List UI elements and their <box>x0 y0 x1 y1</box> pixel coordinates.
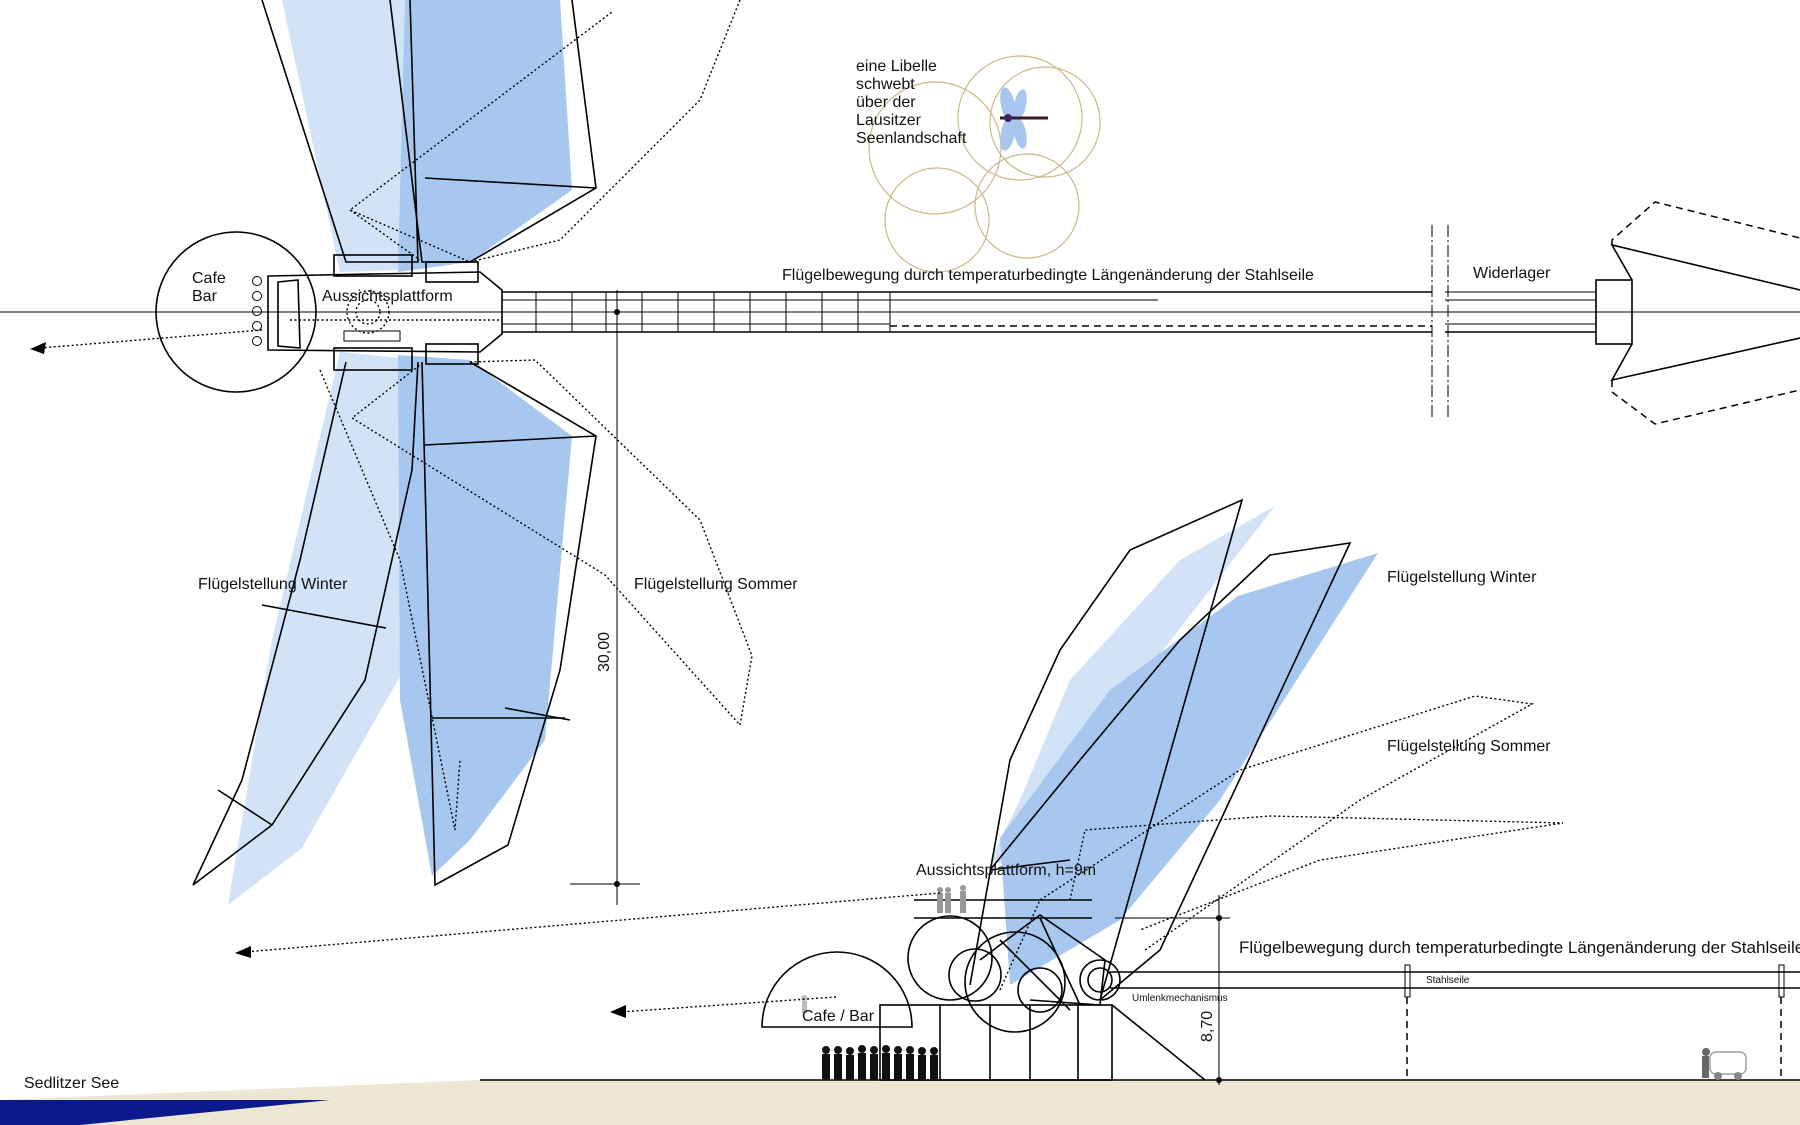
lower-wing-fill-dark <box>398 355 572 876</box>
upper-wing-summer-outline <box>348 0 741 263</box>
elevation-wing-outline-1 <box>969 498 1244 1001</box>
lower-wing-outline-outer <box>192 361 419 886</box>
head-eyes <box>252 276 262 346</box>
platform-stair-inner <box>355 299 381 325</box>
plan-cafe-label-2: Bar <box>192 288 218 305</box>
lower-wing-vein-c <box>424 435 597 446</box>
inset-caption-line-2: schwebt <box>856 76 915 93</box>
elevation-wing-fill-dark <box>1000 553 1378 985</box>
mechanism-inner <box>1087 967 1113 993</box>
cafe-bar-head <box>155 231 317 393</box>
elevation-joint-circle <box>1017 967 1063 1013</box>
elevation-thorax-circle <box>964 931 1066 1033</box>
ground-band <box>0 1080 1800 1125</box>
mechanism-linkage <box>979 914 1106 1006</box>
inset-caption-line-4: Lausitzer <box>856 112 922 129</box>
inset-dragonfly-icon <box>1000 87 1048 151</box>
elevation-summer-outline-1 <box>999 695 1535 991</box>
elevation-summer-outline-2 <box>1069 815 1564 931</box>
elevation-eye-circle <box>948 948 1002 1002</box>
elevation-platform-label: Aussichtsplattform, h=9m <box>916 862 1096 879</box>
inset-rings <box>868 55 1101 273</box>
lower-wing-summer-vein <box>319 369 461 831</box>
upper-wing-fill-light <box>282 0 405 272</box>
plan-abutment-label: Widerlager <box>1473 265 1551 282</box>
plan-cafe-label-1: Cafe <box>192 270 226 287</box>
inset-caption-line-1: eine Libelle <box>856 58 937 75</box>
lower-wing-vein-e <box>504 707 571 721</box>
dimension-8-70 <box>1115 895 1230 1085</box>
cafe-person-icon <box>801 995 807 1013</box>
lake-label: Sedlitzer See <box>24 1075 119 1092</box>
upper-wing-vein <box>424 177 597 189</box>
lower-wing-summer-outline <box>350 359 753 727</box>
pedestal <box>879 1004 1206 1081</box>
elevation-summer-label: Flügelstellung Sommer <box>1387 738 1551 755</box>
plan-platform-label: Aussichtsplattform <box>322 288 453 305</box>
upper-wing-outline-1 <box>261 0 419 263</box>
elevation-head-circle <box>907 915 993 1001</box>
tail-boom <box>502 291 1596 333</box>
platform-rail-lower-right <box>425 343 479 365</box>
mechanism-label: Umlenkmechanismus <box>1132 993 1228 1004</box>
elevation-cafe-label: Cafe / Bar <box>802 1008 875 1025</box>
elevation-wing-outline-2 <box>989 541 1352 1001</box>
cafe-dome <box>761 951 913 1028</box>
lower-wing-fill-light <box>228 352 415 905</box>
steel-cable-label: Stahlseile <box>1426 975 1470 986</box>
plan-winter-label: Flügelstellung Winter <box>198 576 348 593</box>
linkage-strut-1 <box>1039 917 1081 1006</box>
elevation-height-label: 8,70 <box>1199 1011 1216 1042</box>
lake-water <box>0 1100 330 1125</box>
elevation-cable-label: Flügelbewegung durch temperaturbedingte … <box>1239 938 1800 957</box>
plan-dimension-label: 30,00 <box>596 632 613 672</box>
thorax-outline <box>267 271 503 353</box>
lower-wing-vein-a <box>261 604 387 629</box>
platform-rail-upper-left <box>333 254 413 277</box>
dimension-30 <box>570 290 640 905</box>
plan-cable-label: Flügelbewegung durch temperaturbedingte … <box>782 267 1314 284</box>
upper-wing-fill-dark <box>398 0 572 272</box>
elevation-arrow-long <box>235 892 941 958</box>
plan-view: eine Libelle schwebt über der Lausitzer … <box>0 0 1800 905</box>
platform-stair-circle <box>346 290 390 334</box>
mechanism-outer <box>1079 959 1121 1001</box>
cable-posts <box>1404 964 1785 1080</box>
inset-caption-line-5: Seenlandschaft <box>856 130 967 147</box>
abutment <box>1595 201 1800 425</box>
crowd-silhouettes <box>822 1045 938 1080</box>
platform-rail-lower-left <box>333 347 413 371</box>
elevation-winter-label: Flügelstellung Winter <box>1387 569 1537 586</box>
elevation-wing-vein <box>989 859 1071 871</box>
linkage-strut-2 <box>999 939 1071 1011</box>
elevation-arrow-cafe <box>610 996 837 1018</box>
platform-people-icon <box>937 885 966 913</box>
platform-rail-upper-right <box>425 261 479 283</box>
thorax-window <box>277 279 301 349</box>
car-icon <box>1702 1048 1747 1080</box>
tail-segments <box>501 292 891 332</box>
lower-wing-vein-b <box>217 789 273 826</box>
plan-direction-arrow <box>30 329 263 354</box>
upper-wing-summer-vein <box>349 209 421 261</box>
inset-caption-line-3: über der <box>856 94 916 111</box>
platform-step <box>343 330 401 342</box>
plan-summer-label: Flügelstellung Sommer <box>634 576 798 593</box>
elevation-view: Flügelstellung Winter Flügelstellung Som… <box>0 498 1800 1125</box>
